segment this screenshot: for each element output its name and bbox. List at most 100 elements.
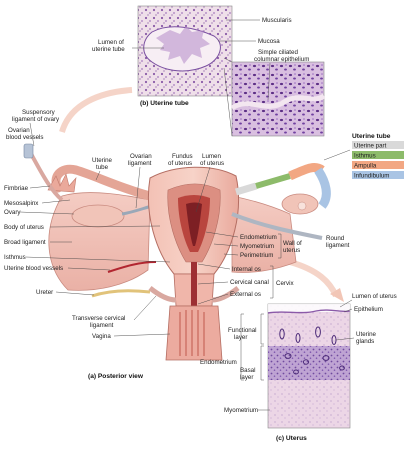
label-mucosa: Mucosa <box>258 38 280 45</box>
label-c-functional-2: layer <box>234 334 247 341</box>
label-round-lig-1: Round <box>326 235 345 242</box>
leader-fimbriae <box>29 185 51 189</box>
bracket-basal <box>260 345 264 381</box>
label-mesosalpinx: Mesosalpinx <box>4 200 39 207</box>
vaginal-rugae <box>179 310 205 356</box>
leader-ureter <box>55 291 95 296</box>
label-tube-lumen-1: Lumen of <box>98 39 124 46</box>
label-ovarian-lig-1: Ovarian <box>130 153 152 160</box>
leader-ovary <box>19 211 75 215</box>
label-epithelium-1: Simple ciliated <box>258 49 298 56</box>
label-body-uterus: Body of uterus <box>4 224 44 231</box>
label-cervix: Cervix <box>276 280 294 287</box>
label-c-epithelium: Epithelium <box>354 306 383 313</box>
label-endometrium: Endometrium <box>240 234 277 241</box>
label-ovarian-lig-2: ligament <box>128 160 152 167</box>
label-transverse-1: Transverse cervical <box>72 315 125 322</box>
label-c-functional-1: Functional <box>228 327 257 334</box>
label-uterine-vessels: Uterine blood vessels <box>4 265 63 272</box>
key-label-uterine-part: Uterine part <box>354 143 387 150</box>
label-fundus-2: of uterus <box>168 160 192 167</box>
leader-uterine-vessels <box>67 267 111 271</box>
uterus-epithelium-edge <box>267 309 351 314</box>
label-broad-lig: Broad ligament <box>4 239 46 246</box>
label-ureter: Ureter <box>36 289 53 296</box>
leader-uterine-tube <box>95 170 101 181</box>
label-c-glands-2: glands <box>356 338 374 345</box>
ovary-follicle <box>297 201 307 211</box>
label-muscularis: Muscularis <box>262 17 292 24</box>
broad-ligament-right <box>231 195 297 273</box>
leader-c-epithelium <box>343 308 353 313</box>
leader-body-uterus <box>49 225 161 228</box>
bracket-cervix <box>270 265 274 299</box>
label-internal-os: Internal os <box>232 266 261 273</box>
label-suspensory-1: Suspensory <box>22 109 56 116</box>
leader-c-lumen <box>339 299 353 308</box>
leader-epithelium <box>267 62 271 101</box>
key-label-ampulla: Ampulla <box>354 163 377 170</box>
magnify-arrow-uterus-head <box>330 288 344 302</box>
panel-c-uterus: (c) Uterus Lumen of uterus Epithelium Ut… <box>200 293 397 442</box>
transverse-cervical-ligament <box>148 286 240 303</box>
label-lumen-uterus-2: of uterus <box>200 160 224 167</box>
label-c-myometrium: Myometrium <box>224 407 258 414</box>
leader-vagina <box>113 333 171 337</box>
label-fundus-1: Fundus <box>172 153 193 160</box>
vagina <box>165 305 223 361</box>
uterine-tube-key: Uterine tube Uterine part Isthmus Ampull… <box>323 133 404 180</box>
round-ligament <box>231 212 323 240</box>
leader-endometrium <box>205 231 239 238</box>
label-wall-2: uterus <box>283 247 300 254</box>
basal-layer-band <box>268 346 350 380</box>
label-cervical-canal: Cervical canal <box>230 279 269 286</box>
uterine-glands <box>279 326 345 375</box>
panel-b-title: (b) Uterine tube <box>140 100 189 107</box>
label-suspensory-2: ligament of ovary <box>12 116 60 123</box>
leader-external-os <box>197 293 229 305</box>
bracket-functional <box>260 313 264 345</box>
label-uterine-tube-1: Uterine <box>92 157 113 164</box>
label-c-endometrium: Endometrium <box>200 359 237 366</box>
label-c-lumen: Lumen of uterus <box>352 293 397 300</box>
leader-suspensory <box>29 122 35 147</box>
tube-mucosa-folds <box>156 26 210 64</box>
label-wall-1: Wall of <box>283 240 302 247</box>
zoom-connector-bottom <box>223 67 233 137</box>
tube-isthmus <box>255 173 291 189</box>
label-c-basal-1: Basal <box>240 367 255 374</box>
label-ovarian-vessels-2: blood vessels <box>6 134 44 141</box>
label-tube-lumen-2: uterine tube <box>92 46 125 53</box>
label-myometrium: Myometrium <box>240 243 274 250</box>
leader-cervical-canal <box>197 281 229 285</box>
key-label-infundibulum: Infundibulum <box>354 173 389 180</box>
leader-c-glands <box>335 337 355 341</box>
label-perimetrium: Perimetrium <box>240 252 273 259</box>
panel-c-title: (c) Uterus <box>276 435 307 442</box>
ovary-left <box>71 204 125 228</box>
ureter <box>91 289 151 298</box>
label-vagina: Vagina <box>92 333 111 340</box>
cervical-canal <box>191 262 197 306</box>
label-round-lig-2: ligament <box>326 242 350 249</box>
label-epithelium-2: columnar epithelium <box>254 56 309 63</box>
leader-ovarian-lig <box>135 166 141 209</box>
label-lumen-uterus-1: Lumen <box>202 153 221 160</box>
leader-mesosalpinx <box>41 199 71 204</box>
label-uterine-tube-2: tube <box>96 164 109 171</box>
leader-transverse <box>133 295 157 321</box>
panel-a-posterior-view: (a) Posterior view Suspensory ligament o… <box>4 109 350 380</box>
epithelium-edge <box>230 93 326 111</box>
fimbriae <box>47 173 77 193</box>
key-swatch-infundibulum <box>352 171 404 179</box>
label-c-basal-2: layer <box>240 374 253 381</box>
leader-lumen-uterus <box>195 166 211 213</box>
label-isthmus-uterus: Isthmus <box>4 254 26 261</box>
key-swatch-uterine-part <box>352 141 404 149</box>
uterine-blood-vessels <box>107 261 157 273</box>
bracket-endometrium <box>240 313 244 381</box>
key-swatch-isthmus <box>352 151 404 159</box>
uterine-lumen <box>186 202 202 246</box>
leader-key <box>323 149 351 161</box>
